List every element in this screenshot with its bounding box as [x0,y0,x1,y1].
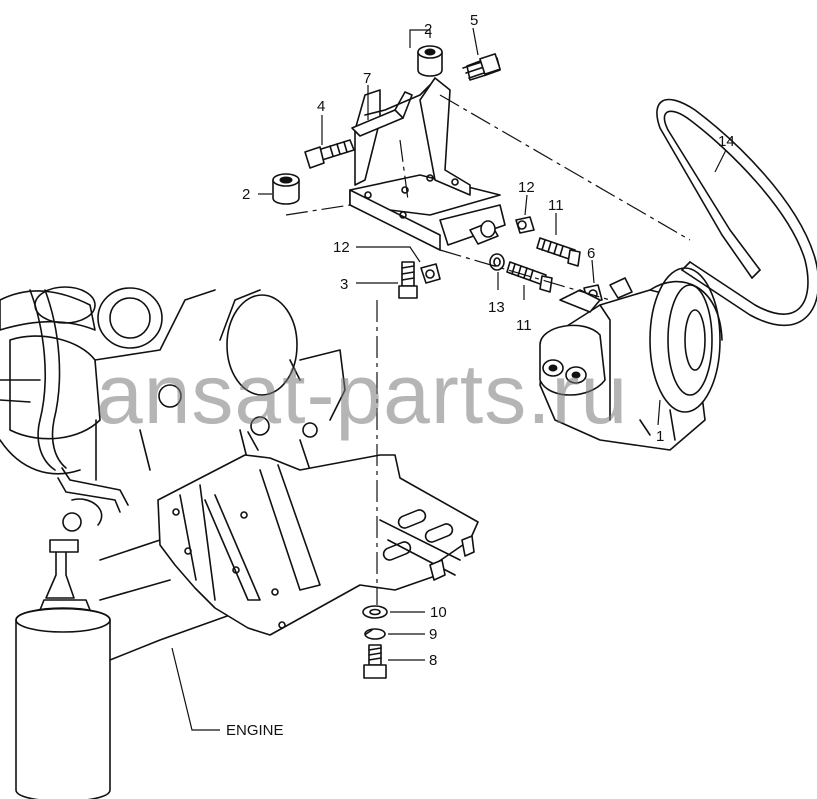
engine-block [0,286,346,799]
bolt-4 [304,139,355,169]
bolt-5 [462,53,501,81]
callout-2-lower: 2 [242,186,250,203]
callout-13: 13 [488,299,505,316]
callout-1: 1 [656,428,664,445]
bolt-11-upper [536,237,581,267]
spacer-upper [417,45,443,77]
spacer-lower [272,173,300,205]
alignment-lines [285,94,691,605]
callout-labels: 1 2 2 3 4 5 6 7 8 9 10 11 11 12 12 13 14… [226,12,735,739]
stud-3 [398,261,418,299]
callout-6: 6 [587,245,595,262]
bolt-11-lower [506,261,553,293]
callout-14: 14 [718,133,735,150]
bolt-8 [363,644,387,679]
callout-3: 3 [340,276,348,293]
engine-label: ENGINE [226,722,284,739]
callout-10: 10 [430,604,447,621]
callout-7: 7 [363,70,371,87]
callout-5: 5 [470,12,478,29]
leader-lines [171,27,727,731]
compressor-bracket [349,77,506,251]
nut-12-lower [420,263,441,284]
nut-12-upper [515,216,535,234]
link-7 [351,91,413,137]
bracket-spacer [469,220,499,245]
washer-10 [362,605,388,619]
callout-12-lower: 12 [333,239,350,256]
callout-8: 8 [429,652,437,669]
callout-11-upper: 11 [548,197,564,214]
callout-9: 9 [429,626,437,643]
engine-mounting-plate [157,454,479,636]
ac-compressor [539,267,723,451]
callout-12-upper: 12 [518,179,535,196]
lock-washer-9 [364,628,386,640]
drive-belt [656,98,817,327]
callout-4: 4 [317,98,325,115]
callout-11-lower: 11 [516,317,532,334]
callout-2-upper: 2 [424,21,432,38]
